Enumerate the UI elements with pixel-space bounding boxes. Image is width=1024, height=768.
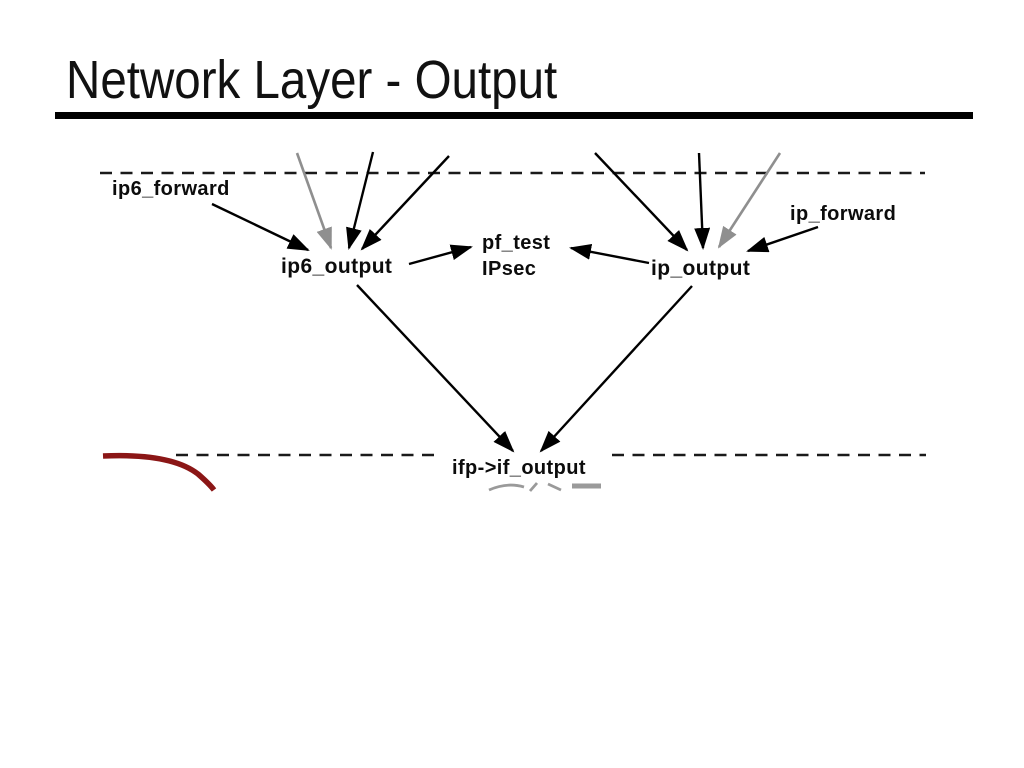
edge-ip6-output-to-pf-test	[408, 244, 473, 266]
node-ip-output: ip_output	[651, 257, 751, 280]
node-ifp-if-output: ifp->if_output	[452, 457, 586, 479]
edge-upper-to-ip6-output-1	[346, 151, 375, 250]
gray-fragment-backslash	[547, 482, 562, 492]
edge-upper-to-ip6-output-2	[360, 155, 450, 251]
edge-upper-to-ip-output-1	[594, 152, 689, 252]
edge-upper-to-ip-output-2	[694, 152, 711, 250]
node-ip6-output: ip6_output	[281, 255, 393, 278]
node-ip-forward: ip_forward	[790, 203, 897, 225]
edge-ip-forward-to-ip-output	[746, 225, 819, 253]
node-pf-test-label: pf_test	[482, 232, 551, 254]
gray-fragment-arc	[488, 483, 525, 492]
edge-ip6-output-to-if-output	[356, 284, 515, 453]
dark-red-curve	[102, 452, 217, 492]
edge-upper-to-ip6-output-gray	[295, 152, 333, 250]
edge-ip6-forward-to-ip6-output	[211, 202, 310, 252]
gray-fragment-slash	[528, 482, 539, 492]
edge-ip-output-to-if-output	[539, 285, 693, 453]
node-ip6-forward: ip6_forward	[112, 178, 230, 200]
node-pf-test-ipsec: pf_test IPsec	[482, 230, 550, 282]
node-ipsec-label: IPsec	[482, 258, 537, 280]
page-title: Network Layer - Output	[66, 50, 558, 110]
edge-ip-output-to-pf-test	[569, 243, 650, 265]
title-underline	[55, 112, 973, 119]
edge-upper-to-ip-output-gray	[717, 152, 782, 249]
